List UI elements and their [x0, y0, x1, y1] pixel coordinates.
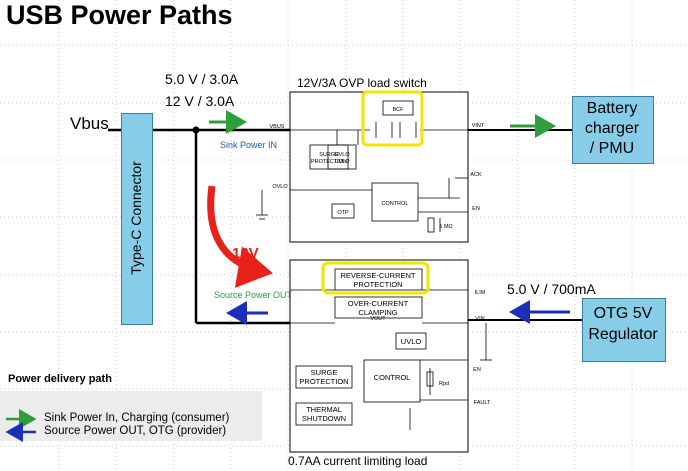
limiter-control-label: CONTROL: [374, 373, 411, 382]
resistor-label: 1 MΩ: [439, 224, 452, 230]
otg-regulator-line2: Regulator: [588, 326, 658, 343]
limiter-surge-line2: PROTECTION: [299, 377, 348, 386]
switch-surge-line2: PROTECTION: [311, 159, 347, 165]
ilim-pin-label: ILIM: [475, 290, 486, 296]
legend-title: Power delivery path: [8, 373, 112, 385]
load-switch-internals: [256, 100, 468, 233]
vint-pin-label: VINT: [472, 123, 485, 129]
switch-ovlo-line1: OVLO: [334, 152, 350, 158]
reverse-current-callout: [321, 261, 430, 295]
legend-source-label: Source Power OUT, OTG (provider): [44, 425, 227, 437]
switch-surge-line1: SURGE: [319, 152, 339, 158]
uvlo-label: UVLO: [401, 337, 422, 346]
ovp-load-switch: [289, 91, 469, 243]
otg-regulator-block: [582, 298, 666, 362]
vin-pin-label: VIN: [475, 316, 484, 322]
load-switch-title: 12V/3A OVP load switch: [297, 76, 427, 90]
type-c-connector: [121, 113, 153, 325]
en-pin-label-limiter: EN: [473, 367, 481, 373]
sink-rating-line2: 12 V / 3.0A: [165, 93, 235, 109]
vbus-pin-label: VBUS: [270, 124, 285, 130]
over-current-line2: CLAMPING: [358, 308, 397, 317]
thermal-line2: SHUTDOWN: [302, 414, 346, 423]
limiter-caption: 0.7AA current limiting load: [288, 454, 428, 468]
legend-sink-label: Sink Power In, Charging (consumer): [44, 412, 230, 424]
en-pin-label-switch: EN: [472, 206, 480, 212]
legend-panel: [0, 391, 262, 441]
rpd-label: Rpd: [439, 381, 449, 387]
reverse-current-line1: REVERSE-CURRENT: [340, 271, 415, 280]
over-current-line1: OVER-CURRENT: [348, 299, 409, 308]
ack-pin-label: ACK: [470, 172, 482, 178]
page-title: USB Power Paths: [6, 0, 233, 30]
battery-charger-line1: Battery: [586, 100, 638, 117]
battery-charger-line3: / PMU: [589, 140, 635, 157]
bcf-label: BCF: [393, 107, 405, 113]
battery-charger-line2: charger: [584, 120, 640, 137]
junction-node: [192, 126, 200, 134]
source-power-out-label: Source Power OUT: [214, 290, 293, 300]
reverse-current-line2: PROTECTION: [353, 280, 402, 289]
voltage-12v-label: 12V: [232, 245, 259, 262]
otg-regulator-line1: OTG 5V: [593, 305, 653, 322]
12v-reverse-arrow: [207, 185, 273, 288]
otg-rating-label: 5.0 V / 700mA: [507, 281, 596, 297]
switch-ovlo-line2: UVLO: [335, 159, 351, 165]
ovlo-pin-label: OVLO: [272, 184, 288, 190]
vout-pin-label: VOUT: [370, 316, 386, 322]
bcf-callout: [361, 90, 424, 147]
sink-rating-line1: 5.0 V / 3.0A: [165, 71, 239, 87]
limiter-surge-line1: SURGE: [311, 368, 338, 377]
fault-pin-label: FAULT: [474, 400, 491, 406]
battery-charger-block: [572, 96, 654, 164]
thermal-line1: THERMAL: [306, 405, 342, 414]
sink-power-in-label: Sink Power IN: [220, 140, 278, 150]
vbus-label: Vbus: [70, 114, 109, 133]
limiter-internals: [290, 268, 492, 430]
type-c-label: Type-C Connector: [128, 161, 144, 275]
switch-control-label: CONTROL: [382, 201, 409, 207]
otp-label: OTP: [337, 210, 349, 216]
